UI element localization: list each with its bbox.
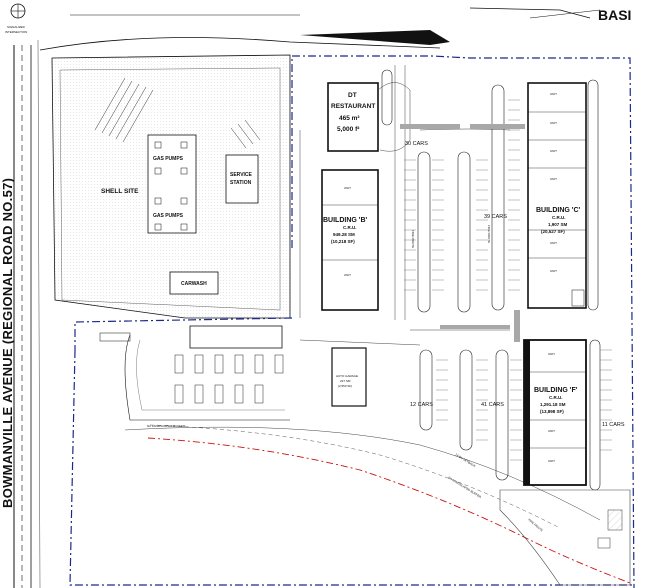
top-road bbox=[39, 7, 601, 51]
parking-count-41: 41 CARS bbox=[481, 402, 504, 408]
dt-name-1: DT bbox=[348, 92, 357, 99]
building-f-area-sm: 1,291.18 SM bbox=[540, 402, 566, 407]
gas-pumps-label-1: GAS PUMPS bbox=[153, 156, 184, 162]
southeast-paving bbox=[499, 489, 631, 586]
building-c-area-sm: 1,907 SM bbox=[548, 222, 568, 227]
gas-canopy bbox=[147, 134, 197, 234]
building-c-unit-1: UNIT bbox=[550, 92, 557, 96]
gas-pumps-label-2: GAS PUMPS bbox=[153, 213, 184, 219]
road-corridor bbox=[0, 39, 41, 588]
signal-label-2: INTERSECTION bbox=[5, 30, 27, 34]
shell-site-label: SHELL SITE bbox=[101, 188, 139, 195]
building-b-name: BUILDING 'B' bbox=[323, 217, 367, 224]
buffer-label-south: 6m LANDSCAPED BUFFER bbox=[447, 475, 482, 499]
building-c-area-sf: (20,527 SF) bbox=[541, 229, 565, 234]
auto-garage bbox=[331, 347, 367, 407]
building-f-type: C.R.U. bbox=[549, 395, 563, 400]
buffer-label-west: 6m LANDSCAPED BUFFER bbox=[147, 424, 186, 428]
building-f-area-sf: (13,898 SF) bbox=[540, 409, 564, 414]
title-fragment: BASI bbox=[598, 7, 631, 23]
setback-label: 14.8m SETBACK bbox=[454, 452, 476, 468]
building-f-unit-3: UNIT bbox=[548, 459, 555, 463]
west-parking-strip bbox=[99, 325, 290, 421]
building-b-area-sm: 949.28 SM bbox=[333, 232, 355, 237]
building-c-unit-2: UNIT bbox=[550, 121, 557, 125]
dt-name-2: RESTAURANT bbox=[331, 103, 375, 110]
parking-islands bbox=[381, 69, 601, 491]
property-line bbox=[69, 55, 635, 588]
dt-area-ft2: 5,000 f² bbox=[337, 126, 360, 133]
auto-garage-line1: AUTO GARAGE bbox=[336, 374, 358, 378]
building-c-unit-5: UNIT bbox=[550, 241, 557, 245]
service-label-1: SERVICE bbox=[230, 172, 253, 178]
building-b-unit-bottom: UNIT bbox=[344, 273, 351, 277]
signal-symbol: SIGNALIZED INTERSECTION bbox=[5, 3, 27, 34]
drive-aisles bbox=[124, 65, 601, 521]
carwash-label: CARWASH bbox=[181, 281, 207, 287]
service-station bbox=[225, 154, 259, 204]
walkways bbox=[400, 124, 525, 342]
building-b-area-sf: (10,218 SF) bbox=[331, 239, 355, 244]
building-f-unit-1: UNIT bbox=[548, 352, 555, 356]
building-c-name: BUILDING 'C' bbox=[536, 207, 580, 214]
auto-garage-line2: 237 SM bbox=[340, 379, 351, 383]
signal-label-1: SIGNALIZED bbox=[7, 25, 26, 29]
service-label-2: STATION bbox=[230, 180, 252, 186]
parking-stalls bbox=[404, 99, 612, 461]
dt-area-m2: 465 m² bbox=[339, 115, 360, 122]
parking-count-30: 30 CARS bbox=[405, 141, 428, 147]
parking-count-11: 11 CARS bbox=[602, 422, 625, 428]
building-f-name: BUILDING 'F' bbox=[534, 387, 578, 394]
fire-route-label-1: FIRE ROUTE bbox=[411, 230, 415, 248]
auto-garage-line3: (2,550 SF) bbox=[338, 384, 352, 388]
building-b-unit-top: UNIT bbox=[344, 186, 351, 190]
building-b bbox=[321, 169, 379, 311]
building-c-unit-3: UNIT bbox=[550, 149, 557, 153]
road-name: BOWMANVILLE AVENUE (REGIONAL ROAD NO.57) bbox=[0, 178, 15, 508]
building-c-type: C.R.U. bbox=[552, 215, 566, 220]
building-f-unit-2: UNIT bbox=[548, 429, 555, 433]
parking-count-12: 12 CARS bbox=[410, 402, 433, 408]
building-b-type: C.R.U. bbox=[343, 225, 357, 230]
building-c bbox=[527, 82, 587, 309]
building-c-unit-4: UNIT bbox=[550, 177, 557, 181]
buffer-line bbox=[147, 437, 631, 584]
dt-restaurant-building bbox=[327, 82, 379, 152]
parking-count-39: 39 CARS bbox=[484, 214, 507, 220]
building-c-unit-6: UNIT bbox=[550, 269, 557, 273]
carwash bbox=[169, 271, 219, 295]
fire-route-label-2: FIRE ROUTE bbox=[487, 225, 491, 243]
fire-route-label-3: FIRE ROUTE bbox=[527, 518, 543, 533]
